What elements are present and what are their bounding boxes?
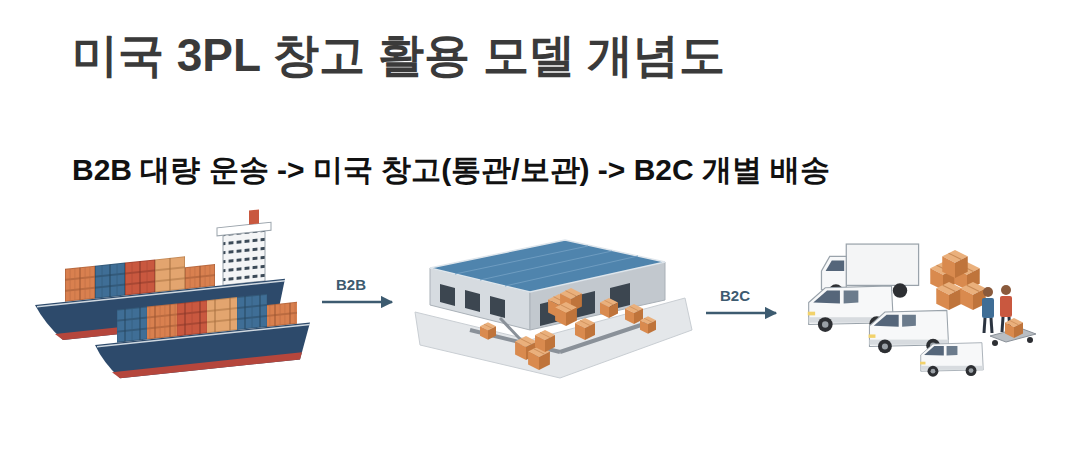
delivery-fleet-part <box>960 282 985 310</box>
warehouse-part <box>560 322 650 352</box>
cargo-ship-part <box>155 256 185 292</box>
delivery-fleet-part <box>942 250 967 278</box>
warehouse-part <box>505 256 638 286</box>
page-title: 미국 3PL 창고 활용 모델 개념도 <box>72 28 725 83</box>
worker-part <box>1002 317 1003 332</box>
hand-cart-part <box>992 340 998 346</box>
hand-cart-part <box>1005 318 1023 338</box>
worker-part <box>982 298 994 318</box>
worker-part <box>1001 285 1011 295</box>
text-holder: B2B <box>336 276 366 294</box>
delivery-fleet <box>808 244 1036 377</box>
cargo-ship-part <box>147 303 177 339</box>
warehouse-part <box>600 298 618 318</box>
delivery-fleet-part <box>920 343 983 377</box>
arrow-label: B2C <box>720 287 750 305</box>
cargo-ship-part <box>97 324 310 346</box>
warehouse-part <box>490 296 505 318</box>
worker-part <box>983 287 993 297</box>
worker-part <box>991 318 992 333</box>
cargo-ship-part <box>237 294 267 330</box>
cargo-ship-part <box>249 209 259 224</box>
warehouse-part <box>480 251 612 280</box>
cargo-ship-part <box>112 352 302 379</box>
cargo-ship <box>35 207 285 343</box>
warehouse <box>415 240 692 378</box>
cargo-ship-part <box>95 322 310 381</box>
worker <box>982 287 994 333</box>
cargo-ship-part <box>65 266 95 302</box>
cargo-ship-part <box>267 302 297 327</box>
cargo-ship-part <box>177 300 207 336</box>
flow-arrow <box>706 312 776 315</box>
cargo-ship-part <box>95 263 125 299</box>
worker-part <box>984 318 985 333</box>
hand-cart <box>990 318 1036 346</box>
cargo-ship-part <box>117 307 147 343</box>
warehouse-part <box>480 322 496 340</box>
hand-cart-part <box>1027 337 1033 343</box>
warehouse-part <box>455 246 588 274</box>
warehouse-part <box>575 318 595 340</box>
cargo-ship-part <box>185 264 215 289</box>
flow-subtitle: B2B 대량 운송 -> 미국 창고(통관/보관) -> B2C 개별 배송 <box>72 152 830 188</box>
cargo-ship-part <box>207 297 237 333</box>
text-holder: B2B 대량 운송 -> 미국 창고(통관/보관) -> B2C 개별 배송 <box>72 152 830 188</box>
warehouse-part <box>465 290 480 312</box>
worker-part <box>1000 296 1012 317</box>
warehouse-part <box>440 284 455 306</box>
warehouse-part <box>555 302 577 326</box>
warehouse-part <box>535 330 555 352</box>
arrow-label: B2B <box>336 276 366 294</box>
cargo-ship-part <box>217 222 271 236</box>
delivery-fleet-part <box>936 282 961 310</box>
flow-arrow <box>322 301 392 304</box>
warehouse-part <box>640 316 656 334</box>
cargo-ship-part <box>223 229 265 285</box>
text-holder: B2C <box>720 287 750 305</box>
text-holder: 미국 3PL 창고 활용 모델 개념도 <box>72 28 725 83</box>
cargo-ship-part <box>125 259 155 295</box>
cargo-ship <box>95 289 310 381</box>
